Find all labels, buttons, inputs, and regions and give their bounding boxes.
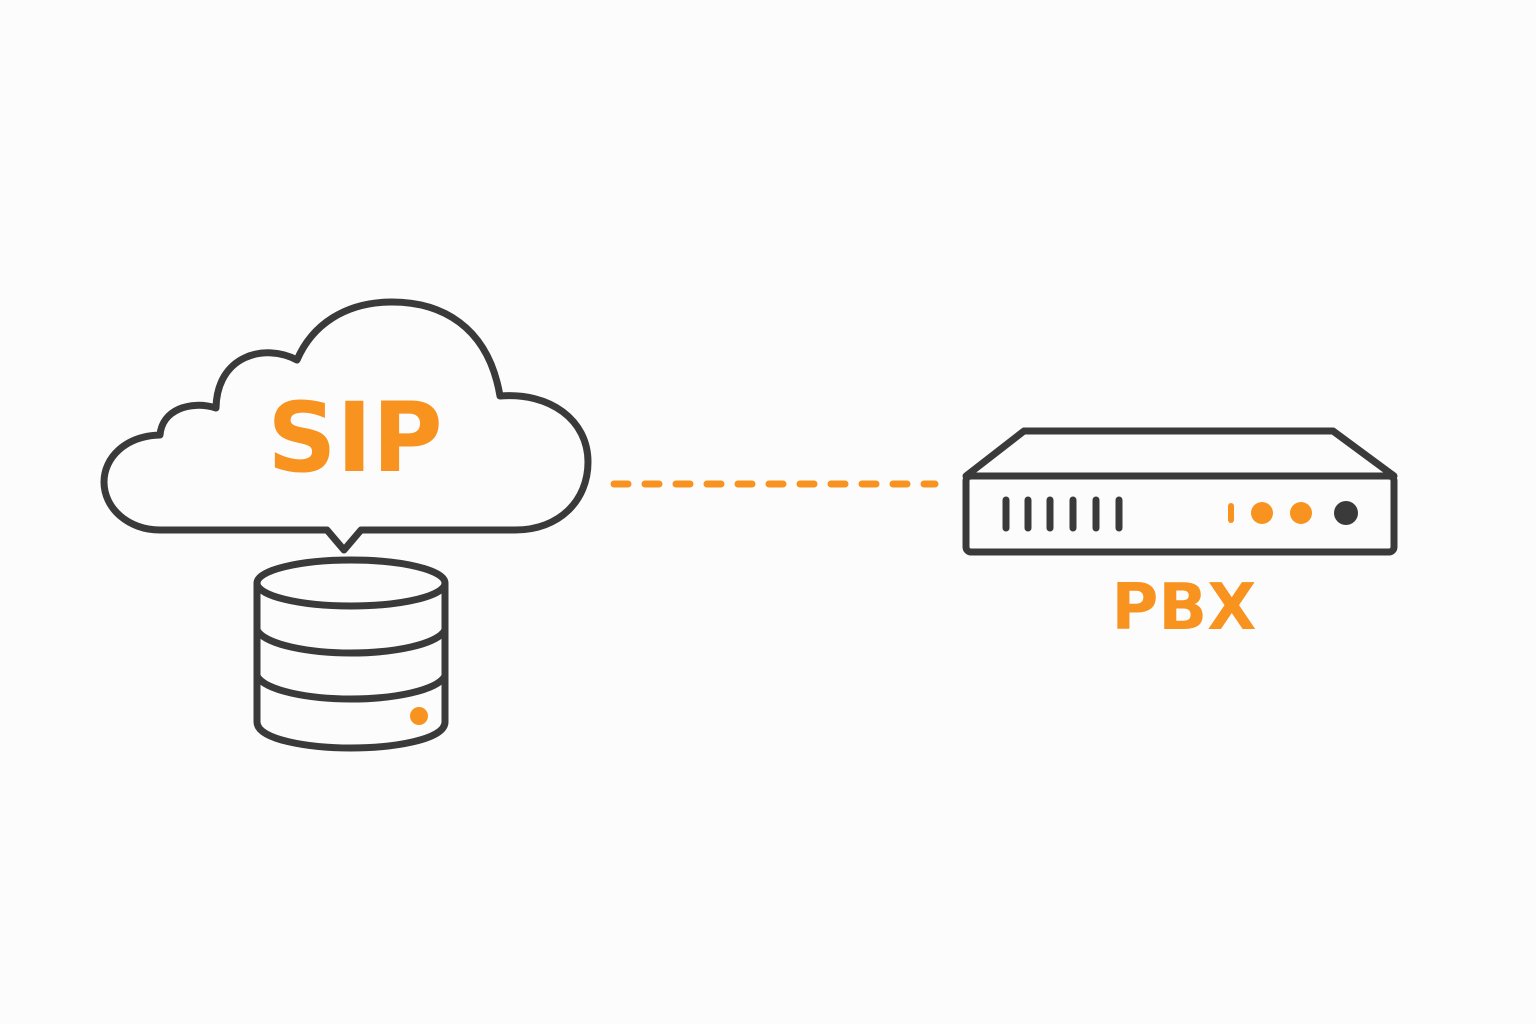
port-slots <box>1002 496 1123 532</box>
cloud-icon <box>100 298 592 554</box>
status-led-1 <box>1251 502 1273 524</box>
rack-server-icon <box>962 427 1398 556</box>
pbx-label: PBX <box>1111 571 1256 645</box>
power-button <box>1334 501 1358 525</box>
sip-label: SIP <box>267 382 442 494</box>
status-led-2 <box>1290 502 1312 524</box>
database-status-light <box>410 707 428 725</box>
database-icon <box>253 556 449 752</box>
